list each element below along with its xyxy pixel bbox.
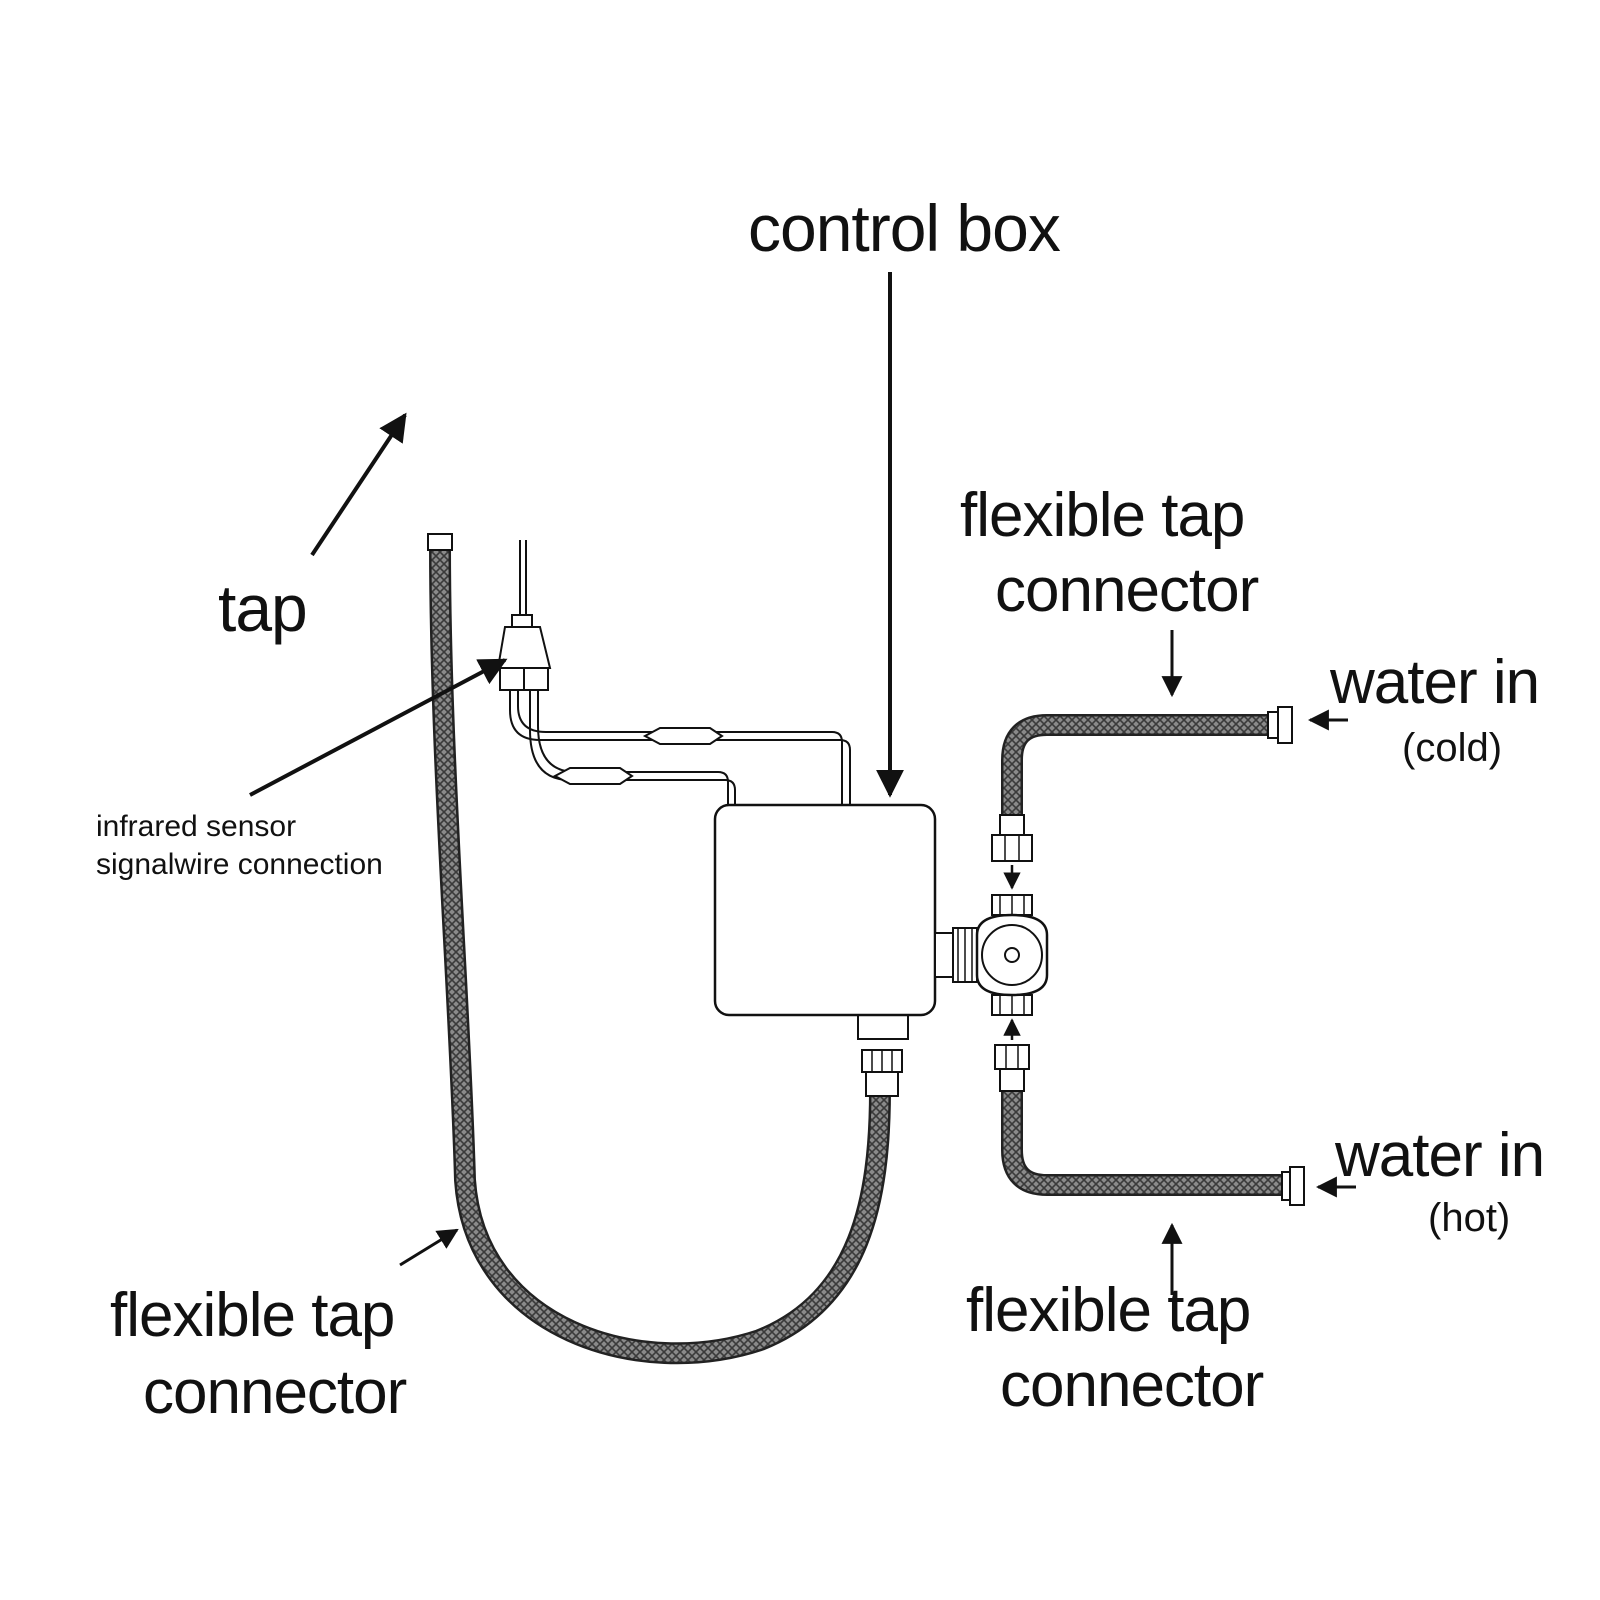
cold-water-hose — [991, 706, 1293, 862]
cold-label: (cold) — [1402, 726, 1503, 770]
control-box — [713, 803, 937, 1017]
infrared-sensor-label-line2: signalwire connection — [96, 848, 383, 881]
pointer-arrows — [249, 272, 1356, 1295]
flex-connector-top-right-line2: connector — [995, 556, 1259, 625]
flex-connector-bottom-right-line2: connector — [1000, 1351, 1264, 1420]
hot-label: (hot) — [1428, 1196, 1511, 1240]
infrared-arrow — [249, 658, 508, 797]
control-box-label: control box — [748, 191, 1061, 265]
hot-water-hose — [994, 1044, 1305, 1206]
flex-connector-top-right-line1: flexible tap — [960, 481, 1245, 550]
flex-connector-bottom-right-line1: flexible tap — [966, 1276, 1251, 1345]
flex-bottom-left-arrow — [399, 1228, 459, 1267]
tap-label: tap — [218, 571, 308, 645]
left-hose — [427, 533, 891, 1365]
water-in-cold-label: water in — [1330, 648, 1540, 717]
flex-connector-bottom-left-line1: flexible tap — [110, 1281, 395, 1350]
sensor-plug — [496, 614, 552, 691]
flex-connector-bottom-left-line2: connector — [143, 1358, 407, 1427]
tap-arrow — [310, 412, 407, 557]
infrared-sensor-label-line1: infrared sensor — [96, 810, 297, 843]
sensor-wires — [509, 540, 851, 805]
water-in-hot-label: water in — [1335, 1121, 1545, 1190]
bottom-outlet-fitting — [857, 1014, 909, 1097]
side-fitting — [934, 927, 978, 983]
mixing-valve — [975, 894, 1049, 1016]
